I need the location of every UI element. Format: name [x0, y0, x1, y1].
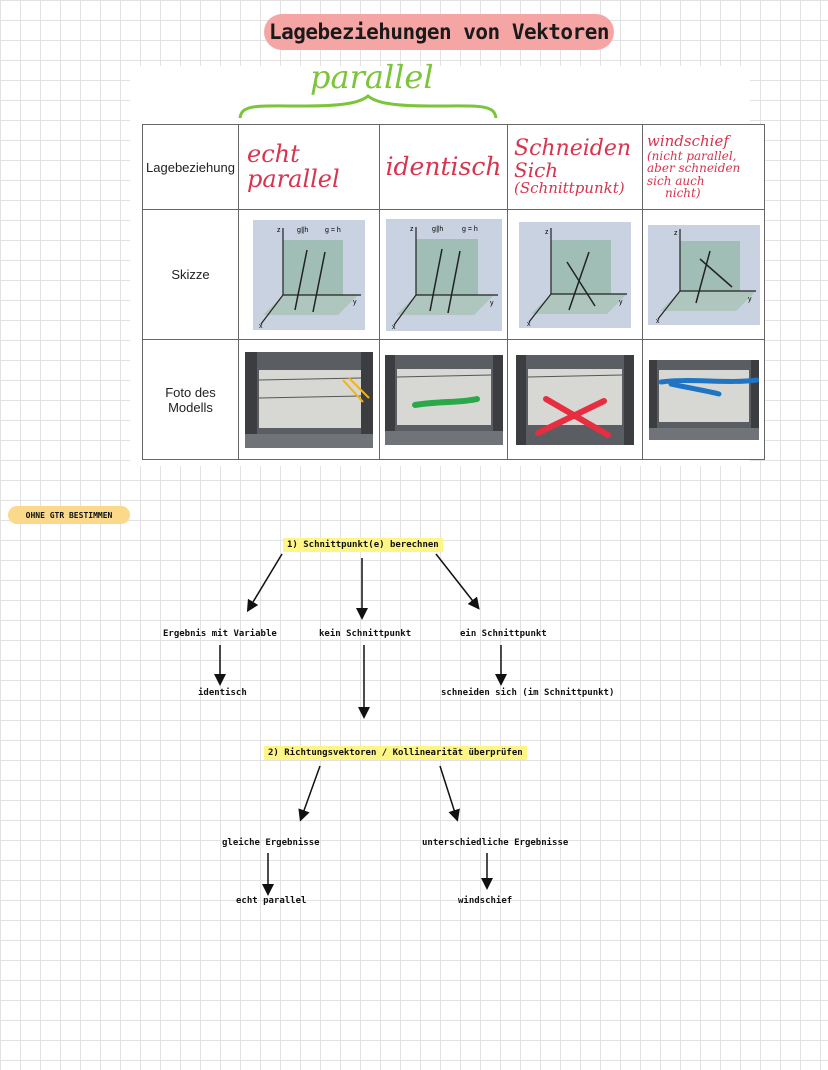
photo-schneiden: [516, 354, 634, 445]
echt-label: echt: [247, 139, 300, 168]
label-g-equals-h: g = h: [325, 227, 341, 234]
row-label-skizze: Skizze: [142, 209, 239, 340]
windschief-label: windschief: [647, 131, 729, 150]
sketch-windschief: z y x: [647, 224, 760, 325]
photo-windschief: [648, 359, 759, 440]
branch-ein-schnittpunkt: ein Schnittpunkt: [460, 629, 547, 639]
windschief-note-4: nicht): [665, 186, 701, 201]
cell-windschief: windschief (nicht parallel, aber schneid…: [642, 124, 765, 210]
photo-cell: [238, 339, 380, 460]
table-row: Skizze z y x g∥h g = h: [142, 209, 765, 340]
sketch-identisch: z y x g∥h g = h: [385, 218, 502, 331]
axis-y-label: y: [490, 300, 494, 307]
label-g-equals-h: g = h: [462, 226, 478, 233]
result-schneiden: schneiden sich (im Schnittpunkt): [441, 688, 615, 698]
sketch-echt-parallel: z y x g∥h g = h: [253, 219, 365, 330]
label-g-parallel-h: g∥h: [432, 225, 443, 233]
cell-schneiden: Schneiden Sich (Schnittpunkt): [507, 124, 643, 210]
result-echt-parallel: echt parallel: [236, 896, 307, 906]
photo-cell: [507, 339, 643, 460]
schnittpunkt-label: (Schnittpunkt): [514, 179, 625, 198]
relationship-table: Lagebeziehung echt parallel identisch Sc…: [142, 124, 765, 460]
step-1-highlight: 1) Schnittpunkt(e) berechnen: [283, 538, 443, 552]
axis-x-label: x: [259, 323, 263, 330]
table-row: Foto des Modells: [142, 339, 765, 460]
label-g-parallel-h: g∥h: [297, 226, 308, 234]
axis-x-label: x: [527, 321, 531, 328]
windschief-note-2: aber schneiden: [647, 161, 741, 176]
sketch-cell: z y x: [642, 209, 765, 340]
photo-cell: [379, 339, 508, 460]
photo-identisch: [384, 354, 503, 445]
sketch-cell: z y x g∥h g = h: [238, 209, 380, 340]
axis-x-label: x: [392, 324, 396, 331]
parallel-label: parallel: [310, 58, 434, 96]
windschief-note-3: sich auch: [647, 173, 705, 188]
sketch-cell: z y x g∥h g = h: [379, 209, 508, 340]
axis-y-label: y: [619, 299, 623, 306]
axis-z-label: z: [674, 230, 678, 237]
axis-x-label: x: [656, 318, 660, 325]
branch-gleiche-ergebnisse: gleiche Ergebnisse: [222, 838, 320, 848]
axis-z-label: z: [410, 226, 414, 233]
gtr-tag: OHNE GTR BESTIMMEN: [8, 506, 130, 524]
branch-unterschiedliche-ergebnisse: unterschiedliche Ergebnisse: [422, 838, 569, 848]
result-windschief: windschief: [458, 896, 513, 906]
row-label-foto: Foto des Modells: [142, 339, 239, 460]
schneiden-label: Schneiden: [514, 136, 632, 162]
cell-identisch: identisch: [379, 124, 508, 210]
windschief-note-1: (nicht parallel,: [647, 148, 737, 163]
axis-z-label: z: [277, 227, 281, 234]
branch-ergebnis-mit-variable: Ergebnis mit Variable: [163, 629, 277, 639]
identisch-label: identisch: [385, 151, 502, 181]
result-identisch: identisch: [198, 688, 247, 698]
parallel-text: parallel: [247, 165, 340, 193]
sketch-schneiden: z y x: [519, 221, 631, 328]
axis-y-label: y: [353, 299, 357, 306]
sich-label: Sich: [514, 158, 559, 183]
photo-echt-parallel: [245, 351, 373, 448]
photo-cell: [642, 339, 765, 460]
branch-kein-schnittpunkt: kein Schnittpunkt: [319, 629, 412, 639]
axis-z-label: z: [545, 229, 549, 236]
parallel-brace: [238, 94, 498, 119]
axis-y-label: y: [748, 296, 752, 303]
step-2-highlight: 2) Richtungsvektoren / Kollinearität übe…: [264, 746, 527, 760]
page-title: Lagebeziehungen von Vektoren: [264, 14, 614, 50]
